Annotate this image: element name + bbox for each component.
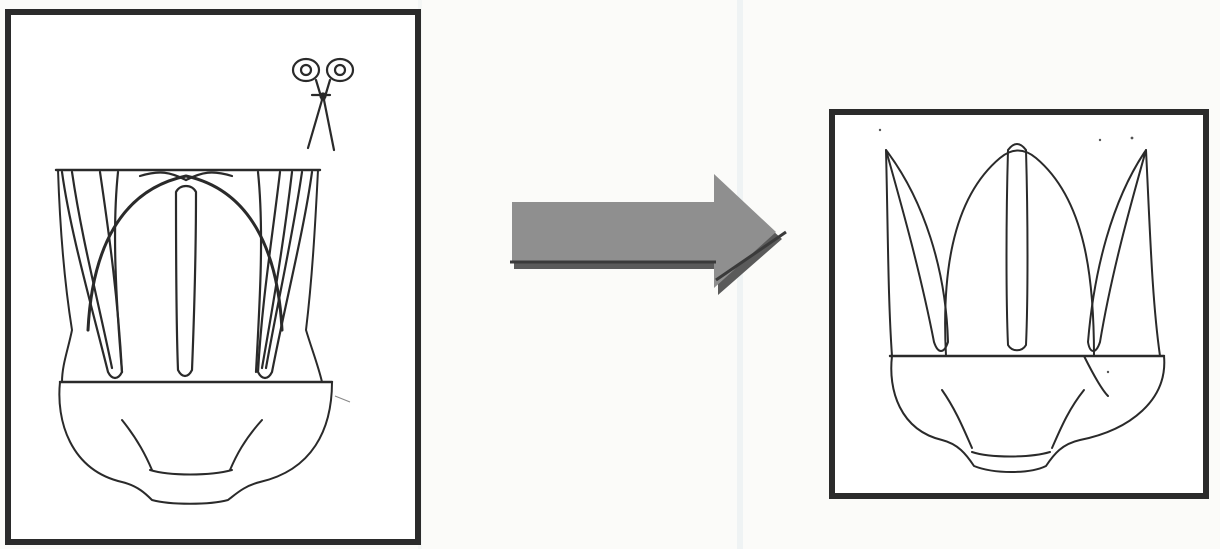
left-panel — [8, 12, 418, 542]
right-arrow-icon — [510, 174, 786, 295]
right-panel-frame — [832, 112, 1206, 496]
left-panel-frame — [8, 12, 418, 542]
background-texture — [420, 0, 740, 549]
right-panel — [832, 112, 1206, 496]
